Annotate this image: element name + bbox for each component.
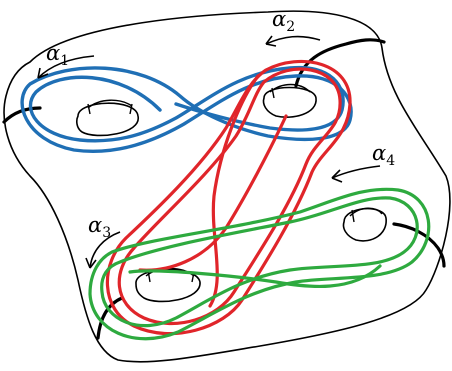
alpha3-label: α3 bbox=[88, 213, 111, 241]
hole-top-right bbox=[262, 83, 317, 118]
alpha1-arrow bbox=[37, 55, 95, 79]
boundary-arc-right bbox=[392, 222, 446, 268]
alpha2-label: α2 bbox=[272, 7, 295, 35]
alpha3-arrow bbox=[85, 231, 121, 269]
alpha4-arrow bbox=[331, 165, 381, 183]
hole-top-left bbox=[76, 99, 139, 137]
boundary-arc-bottom bbox=[96, 296, 124, 340]
alpha2-arrow bbox=[265, 35, 321, 47]
hole-bottom-right bbox=[342, 207, 387, 242]
alpha2-curve bbox=[105, 59, 352, 336]
boundary-arc-left bbox=[2, 106, 42, 124]
surface-outline bbox=[3, 10, 451, 363]
alpha4-curve bbox=[88, 187, 431, 341]
alpha1-curve bbox=[20, 65, 353, 153]
alpha4-label: α4 bbox=[372, 141, 395, 169]
alpha1-label: α1 bbox=[46, 41, 69, 69]
